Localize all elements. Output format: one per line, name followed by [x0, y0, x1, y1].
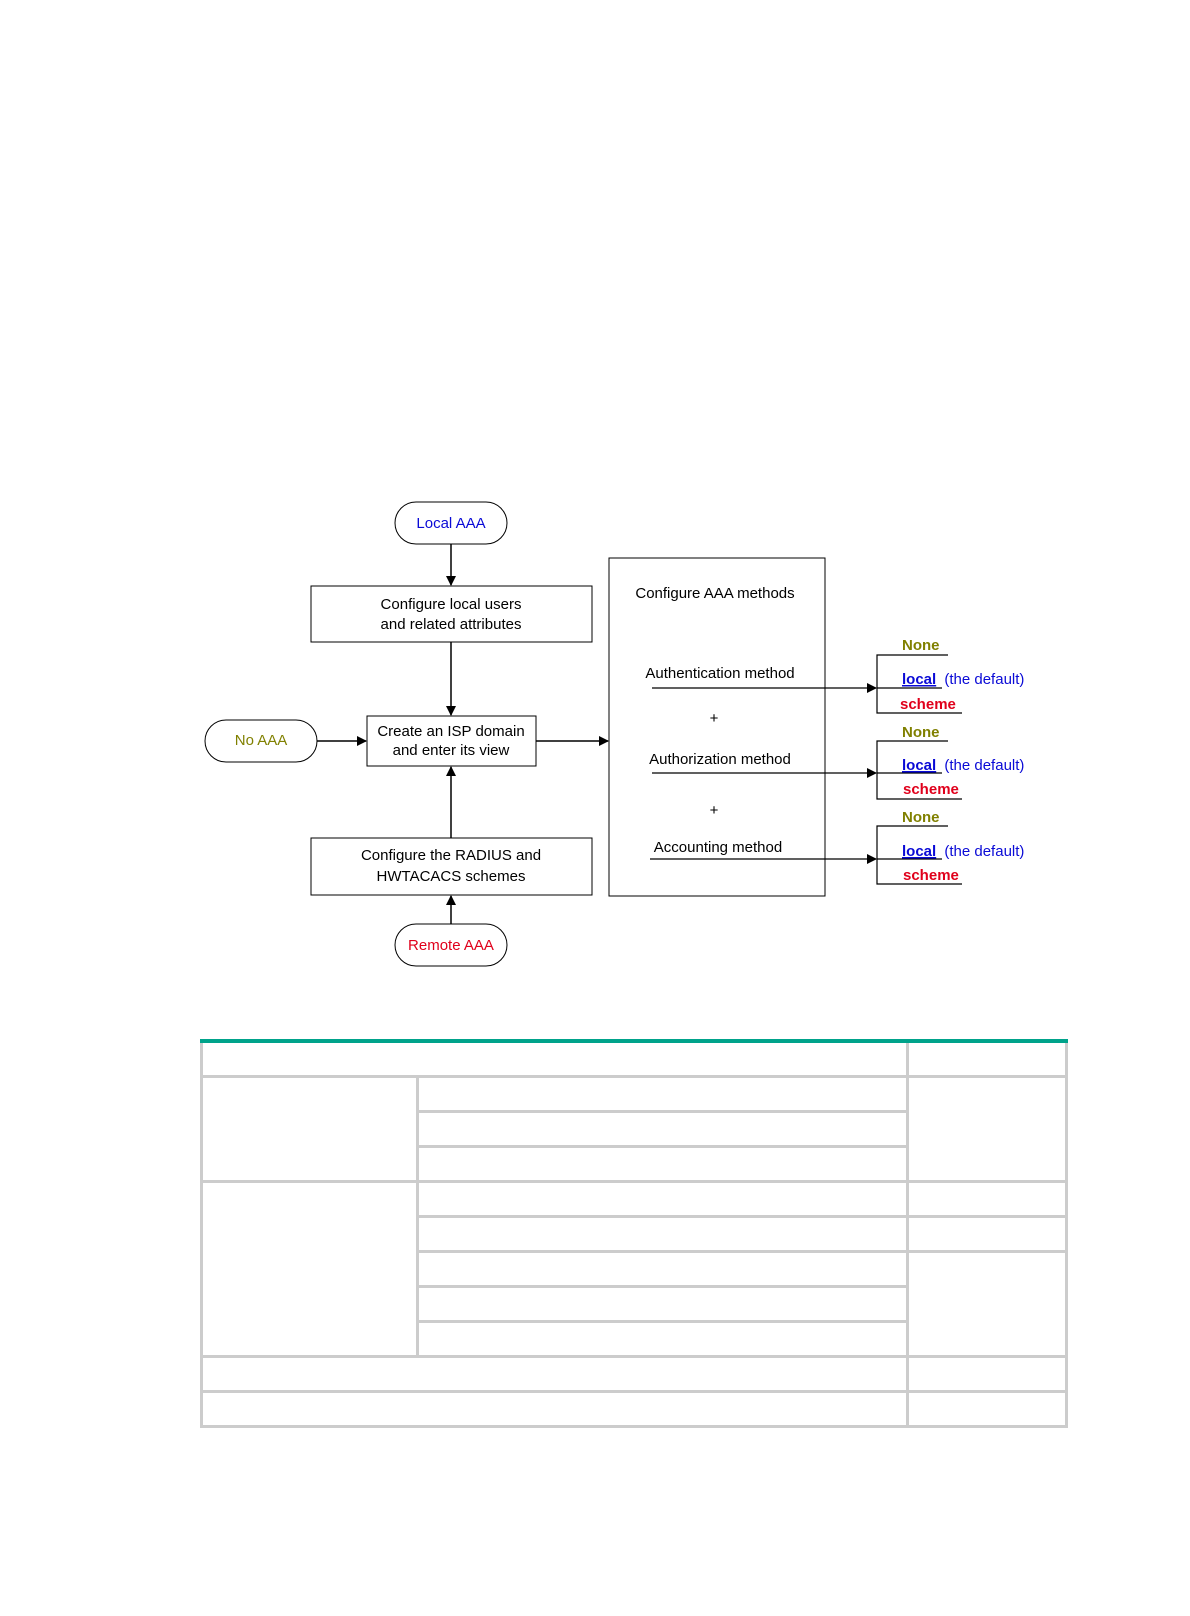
table-cell: [906, 1390, 1068, 1428]
table-group-cell: [200, 1075, 419, 1183]
table-cell: [416, 1320, 909, 1358]
authentication-method-label: Authentication method: [645, 665, 794, 682]
table-group-cell: [200, 1180, 419, 1358]
acct-option-default-note: (the default): [944, 843, 1024, 860]
configure-radius-box: Configure the RADIUS and HWTACACS scheme…: [310, 837, 593, 896]
authorization-options: None local (the default) scheme: [876, 724, 1024, 800]
table-row: [200, 1075, 1068, 1183]
table-header-cell: [200, 1039, 909, 1078]
table-row: [202, 1285, 1067, 1323]
table-cell: [416, 1285, 909, 1323]
table-row: [202, 1215, 1068, 1253]
table-cell: [906, 1250, 1068, 1358]
svg-text:local (the default): local (the default): [902, 671, 1024, 688]
table-cell: [906, 1215, 1068, 1253]
create-isp-domain-box: Create an ISP domain and enter its view: [366, 715, 537, 767]
authz-option-default-note: (the default): [944, 757, 1024, 774]
acct-option-scheme: scheme: [903, 867, 959, 884]
auth-option-default-note: (the default): [944, 671, 1024, 688]
svg-text:local (the default): local (the default): [902, 757, 1024, 774]
table-row: [200, 1180, 1068, 1358]
remote-aaa-label: Remote AAA: [408, 937, 494, 954]
no-aaa-terminal: No AAA: [204, 719, 318, 763]
authorization-method-label: Authorization method: [649, 751, 791, 768]
table-row: [202, 1320, 1067, 1358]
configure-local-users-box: Configure local users and related attrib…: [310, 585, 593, 643]
table-cell: [416, 1215, 909, 1253]
auth-option-none: None: [902, 637, 940, 654]
create-isp-domain-line1: Create an ISP domain: [377, 723, 524, 740]
auth-option-local: local: [902, 671, 936, 688]
authz-option-scheme: scheme: [903, 781, 959, 798]
configure-local-users-line2: and related attributes: [381, 616, 522, 633]
table-row: [202, 1250, 1068, 1358]
methods-panel-title: Configure AAA methods: [635, 585, 794, 602]
remote-aaa-terminal: Remote AAA: [394, 923, 508, 967]
svg-text:local (the default): local (the default): [902, 843, 1024, 860]
table-row: [200, 1390, 1068, 1428]
table-cell: [906, 1075, 1068, 1183]
accounting-options: None local (the default) scheme: [876, 809, 1024, 885]
no-aaa-label: No AAA: [235, 732, 288, 749]
table-cell: [416, 1145, 909, 1183]
configure-radius-line1: Configure the RADIUS and: [361, 847, 541, 864]
table-cell: [200, 1355, 909, 1393]
table-row: [202, 1145, 1067, 1183]
table-header-row: [200, 1039, 1068, 1078]
local-aaa-label: Local AAA: [416, 515, 485, 532]
acct-option-none: None: [902, 809, 940, 826]
plus-sign-1: +: [710, 710, 719, 727]
local-aaa-terminal: Local AAA: [394, 501, 508, 545]
create-isp-domain-line2: and enter its view: [393, 742, 510, 759]
table-row: [200, 1355, 1068, 1393]
table-header-cell: [906, 1039, 1068, 1078]
aaa-methods-panel: Configure AAA methods Authentication met…: [608, 557, 826, 897]
aaa-configuration-flowchart: Local AAA Configure local users and rela…: [204, 501, 1024, 967]
table-cell: [416, 1110, 909, 1148]
accounting-method-label: Accounting method: [654, 839, 782, 856]
authz-option-none: None: [902, 724, 940, 741]
table-cell: [416, 1250, 909, 1288]
table-cell: [906, 1180, 1068, 1218]
configure-local-users-line1: Configure local users: [381, 596, 522, 613]
configuration-task-table: [200, 1039, 1068, 1428]
configure-radius-line2: HWTACACS schemes: [377, 868, 526, 885]
table-row: [202, 1110, 1067, 1148]
authz-option-local: local: [902, 757, 936, 774]
authentication-options: None local (the default) scheme: [876, 637, 1024, 714]
table-cell: [200, 1390, 909, 1428]
table-cell: [416, 1180, 909, 1218]
acct-option-local: local: [902, 843, 936, 860]
auth-option-scheme: scheme: [900, 696, 956, 713]
table-cell: [416, 1075, 909, 1113]
plus-sign-2: +: [710, 802, 719, 819]
table-cell: [906, 1355, 1068, 1393]
